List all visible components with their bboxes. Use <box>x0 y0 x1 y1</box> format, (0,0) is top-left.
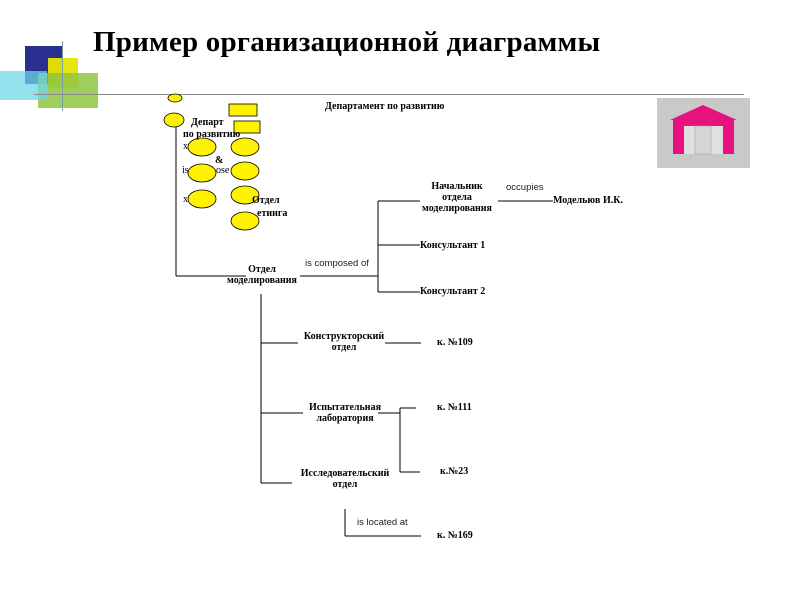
node-design-dept: Конструкторский отдел <box>294 331 394 353</box>
decor-square-green <box>38 73 98 108</box>
title-underline <box>34 94 744 95</box>
overlap-text-is: is <box>182 165 189 176</box>
node-head-line3: моделирования <box>422 203 492 214</box>
node-room-109: к. №109 <box>437 337 473 348</box>
decor-square-cyan <box>0 71 47 100</box>
node-test-lab-line2: лаборатория <box>316 413 374 424</box>
node-head-person: Модельюв И.К. <box>553 195 623 206</box>
overlap-text-x1: x <box>183 141 188 152</box>
node-consultant-1: Консультант 1 <box>420 240 486 251</box>
overlap-text-compose-frag: ose <box>216 165 230 176</box>
house-icon <box>657 98 750 168</box>
node-room-169: к. №169 <box>437 530 473 541</box>
node-consultant-2: Консультант 2 <box>420 286 486 297</box>
overlap-text-marketing-frag: етинга <box>257 208 288 219</box>
node-head-line2: отдела <box>442 192 472 203</box>
decor-vertical-line <box>62 41 63 111</box>
node-research-dept-line1: Исследовательский <box>300 468 390 479</box>
node-model-dept: Отдел моделирования <box>220 264 304 286</box>
label-department-development: Департамент по развитию <box>325 101 445 112</box>
node-design-dept-line1: Конструкторский <box>303 331 385 342</box>
node-design-dept-line2: отдел <box>331 342 357 353</box>
node-room-23: к.№23 <box>440 466 469 477</box>
node-model-dept-line2: моделирования <box>227 275 297 286</box>
slide-title: Пример организационной диаграммы <box>93 26 601 58</box>
overlap-text-dept-line2: по развитию <box>183 129 241 140</box>
node-head-line1: Начальник <box>431 181 483 192</box>
relation-is-located-at: is located at <box>357 517 408 528</box>
node-research-dept-line2: отдел <box>332 479 358 490</box>
node-test-lab: Испытательная лаборатория <box>295 402 395 424</box>
node-room-111: к. №111 <box>437 402 472 413</box>
overlap-text-otdel: Отдел <box>252 195 280 206</box>
node-research-dept: Исследовательский отдел <box>290 468 400 490</box>
relation-occupies: occupies <box>506 182 544 193</box>
node-head-of-dept: Начальник отдела моделирования <box>414 181 500 214</box>
overlap-text-x2: x <box>183 194 188 205</box>
node-model-dept-line1: Отдел <box>248 264 276 275</box>
overlap-text-amp: & <box>215 155 224 166</box>
node-test-lab-line1: Испытательная <box>309 402 381 413</box>
relation-is-composed-of: is composed of <box>305 258 369 269</box>
overlap-text-dept-line1: Департ <box>191 117 224 128</box>
